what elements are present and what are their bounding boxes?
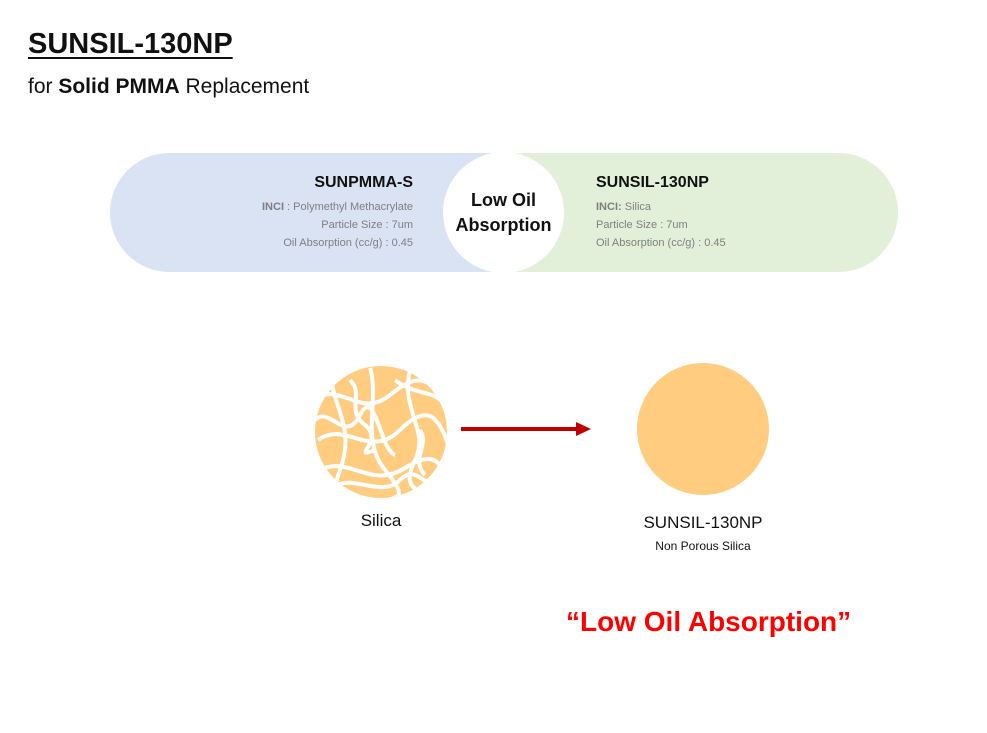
left-particle-size: Particle Size : 7um bbox=[321, 219, 413, 231]
sunsil-label: SUNSIL-130NP bbox=[643, 513, 763, 532]
porous-silica-particle-icon bbox=[315, 366, 447, 498]
silica-label: Silica bbox=[360, 511, 402, 530]
center-line-2: Absorption bbox=[455, 214, 552, 235]
left-inci: INCI : Polymethyl Methacrylate bbox=[262, 198, 413, 216]
left-product-name: SUNPMMA-S bbox=[314, 174, 413, 191]
right-inci: INCI: Silica bbox=[596, 198, 726, 216]
right-product-name: SUNSIL-130NP bbox=[596, 174, 709, 191]
subtitle-suffix: Replacement bbox=[179, 75, 310, 98]
left-oil-absorption: Oil Absorption (cc/g) : 0.45 bbox=[283, 237, 413, 249]
right-oil-absorption: Oil Absorption (cc/g) : 0.45 bbox=[596, 237, 726, 249]
subtitle-bold: Solid PMMA bbox=[58, 75, 180, 98]
right-inci-label: INCI: bbox=[596, 201, 622, 213]
arrow-icon bbox=[461, 422, 591, 436]
left-inci-label: INCI bbox=[262, 201, 284, 213]
left-inci-value: : Polymethyl Methacrylate bbox=[284, 201, 413, 213]
tagline: “Low Oil Absorption” bbox=[566, 606, 852, 637]
right-inci-value: Silica bbox=[621, 201, 652, 213]
subtitle-prefix: for bbox=[28, 75, 59, 98]
right-particle-size: Particle Size : 7um bbox=[596, 219, 688, 231]
left-product-info: SUNPMMA-S INCI : Polymethyl Methacrylate… bbox=[262, 174, 413, 252]
page-subtitle: for Solid PMMA Replacement bbox=[28, 75, 309, 99]
non-porous-label: Non Porous Silica bbox=[655, 539, 751, 553]
right-product-info: SUNSIL-130NP INCI: Silica Particle Size … bbox=[596, 174, 726, 252]
non-porous-silica-particle-icon bbox=[637, 363, 769, 495]
center-line-1: Low Oil bbox=[471, 189, 536, 210]
page-title: SUNSIL-130NP bbox=[28, 28, 233, 60]
